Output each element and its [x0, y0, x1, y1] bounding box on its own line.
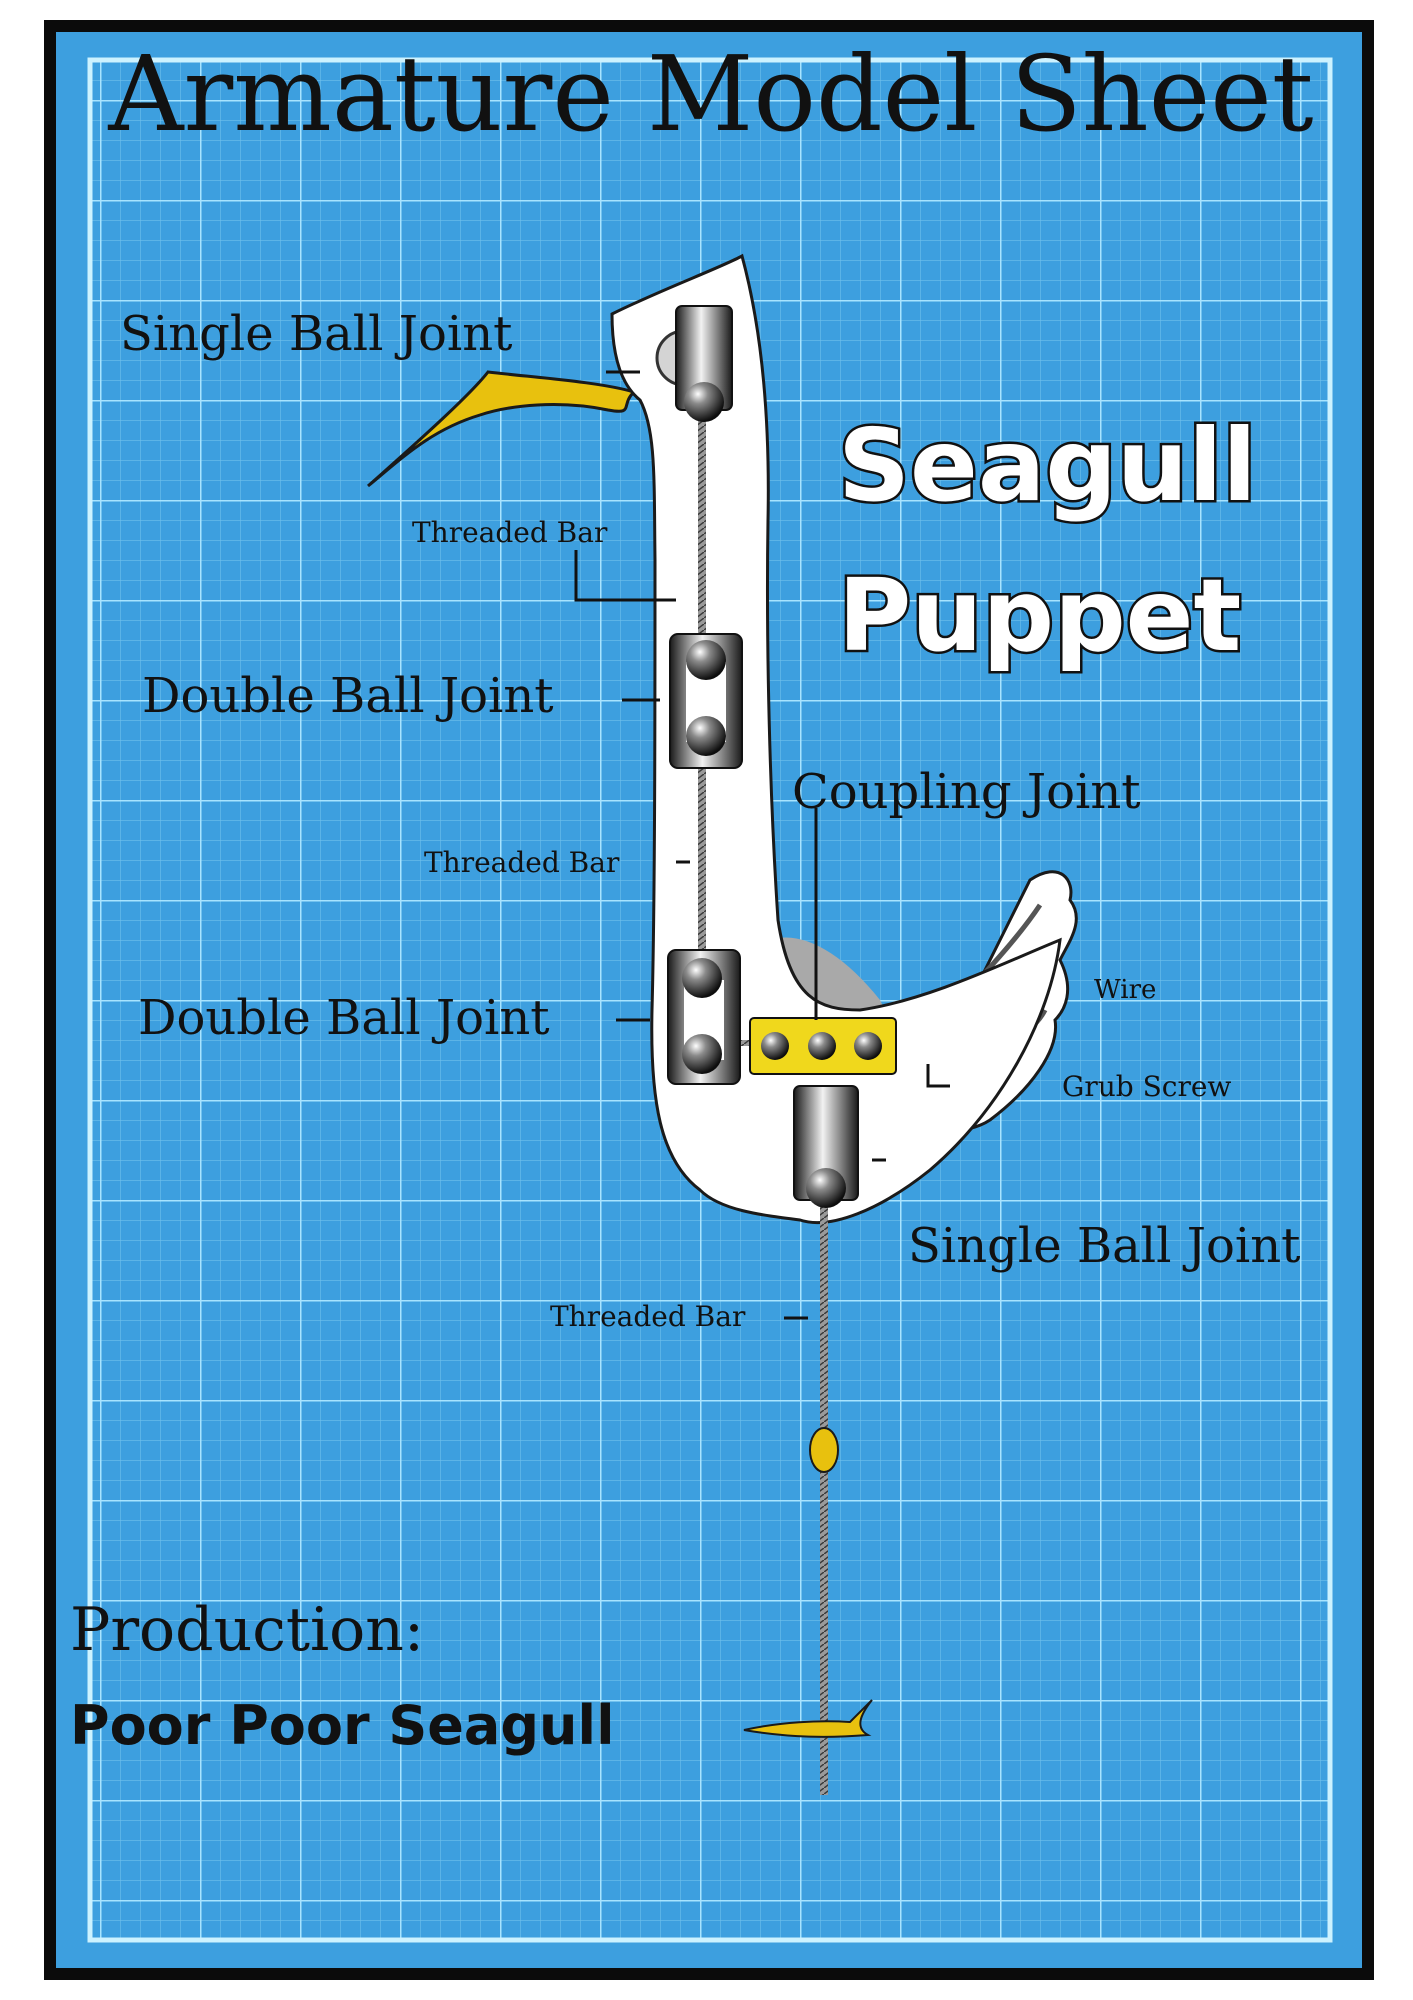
knee-joint — [809, 1427, 839, 1473]
label-threaded-bar-top: Threaded Bar — [412, 516, 608, 549]
label-grub-screw: Grub Screw — [1062, 1070, 1231, 1103]
bottom-joint-ball — [806, 1168, 846, 1208]
production-name: Poor Poor Seagull — [70, 1694, 614, 1757]
top-joint-ball — [684, 382, 724, 422]
label-threaded-bar-middle: Threaded Bar — [424, 846, 620, 879]
coupling-screw-3 — [854, 1032, 882, 1060]
label-single-ball-joint-top: Single Ball Joint — [120, 306, 512, 362]
coupling-screw-1 — [761, 1032, 789, 1060]
label-double-ball-joint-upper: Double Ball Joint — [142, 668, 554, 724]
leader-threaded-top — [574, 550, 676, 602]
production-label: Production: — [70, 1595, 424, 1665]
label-wire: Wire — [1094, 975, 1156, 1005]
upper-double-joint-ball-top — [686, 640, 726, 680]
label-coupling-joint: Coupling Joint — [792, 764, 1141, 820]
coupling-screw-2 — [808, 1032, 836, 1060]
label-threaded-bar-bottom: Threaded Bar — [550, 1300, 746, 1333]
inner-border — [87, 57, 1333, 1943]
sheet-title: Armature Model Sheet — [107, 33, 1313, 155]
leader-grub-screw — [926, 1064, 950, 1088]
threaded-bar-neck-lower — [698, 740, 706, 950]
puppet-name-line2: Puppet — [838, 557, 1241, 674]
threaded-bar-leg — [820, 1185, 828, 1795]
label-double-ball-joint-lower: Double Ball Joint — [138, 990, 550, 1046]
lower-double-joint-ball-bottom — [682, 1034, 722, 1074]
threaded-bar-neck-upper — [698, 400, 706, 650]
armature-group — [367, 253, 1078, 1795]
label-single-ball-joint-bottom: Single Ball Joint — [908, 1218, 1300, 1274]
beak — [367, 370, 637, 488]
puppet-name-line1: Seagull — [838, 407, 1257, 524]
lower-double-joint-ball-top — [682, 958, 722, 998]
leader-lines — [574, 370, 950, 1320]
upper-double-joint-ball-bottom — [686, 716, 726, 756]
foot — [743, 1699, 873, 1738]
